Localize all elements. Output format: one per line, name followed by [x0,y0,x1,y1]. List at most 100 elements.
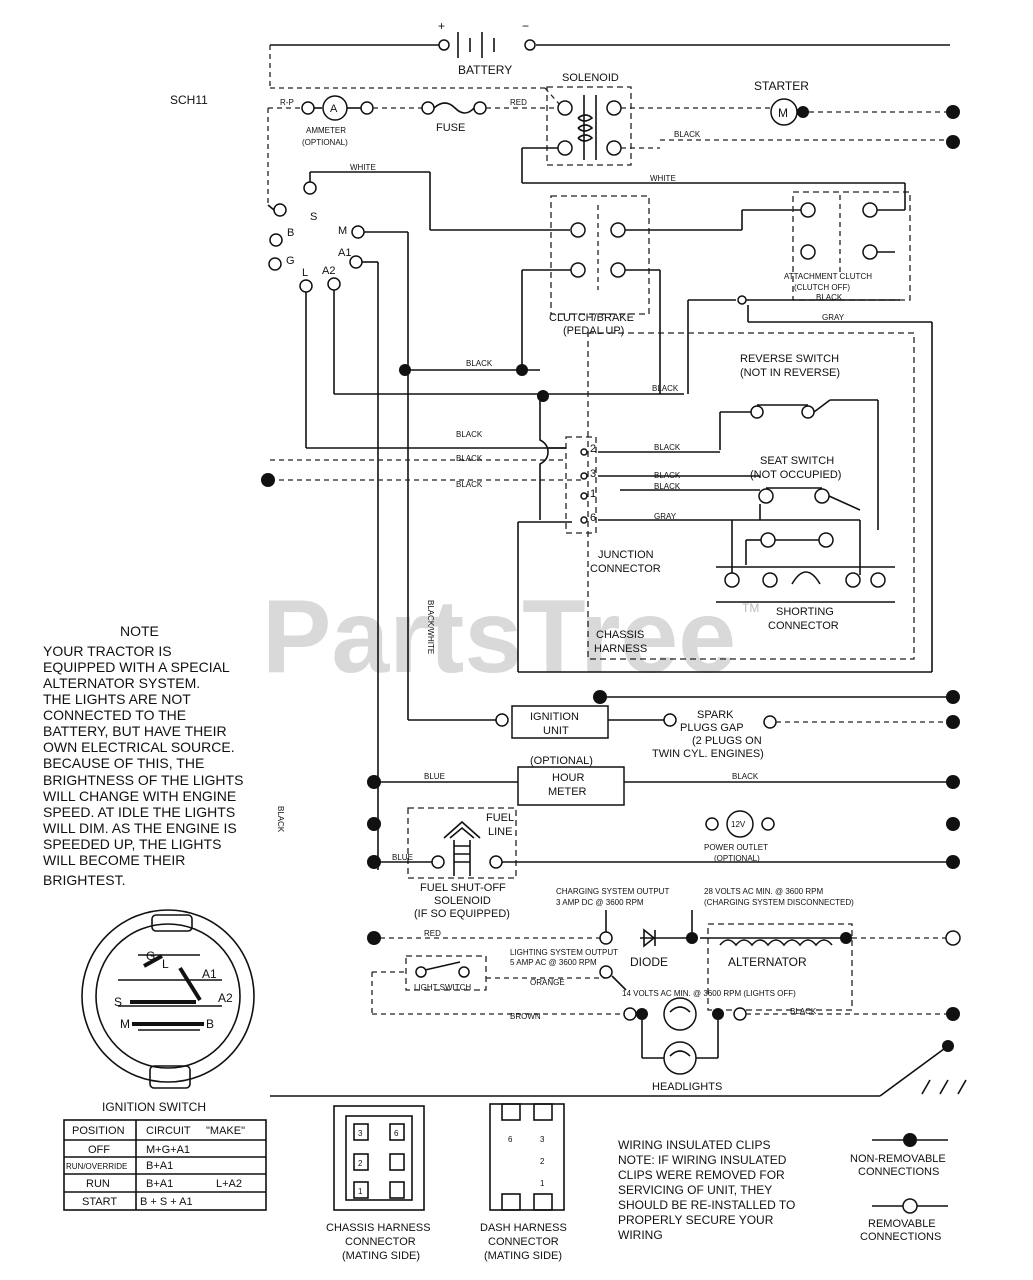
table-row-override-circuit: B+A1 [146,1160,173,1172]
wire-label-black-1: BLACK [674,130,701,139]
table-row-off-position: OFF [88,1144,110,1156]
wire-label-blue-fuel: BLUE [392,853,413,862]
fuse-label: FUSE [436,122,465,134]
chassis-connector-label-3: (MATING SIDE) [342,1250,420,1262]
ign-detail-s: S [114,995,122,1009]
power-outlet-label: POWER OUTLET [704,843,768,852]
ign-terminal-m: M [338,225,347,237]
battery-label: BATTERY [458,63,512,77]
note-line-10: WILL CHANGE WITH ENGINE [43,788,236,804]
ammeter: R-P A AMMETER (OPTIONAL) [268,95,374,147]
ignition-unit-label-2: UNIT [543,725,569,737]
ign-detail-b: B [206,1017,214,1031]
attachment-clutch-label: ATTACHMENT CLUTCH [784,272,872,281]
reverse-switch-state: (NOT IN REVERSE) [740,367,840,379]
schematic-ref: SCH11 [170,93,208,107]
ign-terminal-b: B [287,227,294,239]
light-switch-label: LIGHT SWITCH [414,983,471,992]
alternator-note: NOTE YOUR TRACTOR IS EQUIPPED WITH A SPE… [43,623,243,888]
note-line-6: BATTERY, BUT HAVE THEIR [43,723,227,739]
seat-switch: SEAT SWITCH (NOT OCCUPIED) [720,455,861,575]
spark-label-4: TWIN CYL. ENGINES) [652,748,764,760]
ign-detail-g: G [146,949,155,963]
fuel-line-label-2: LINE [488,826,512,838]
wire-label-black-8: BLACK [654,443,681,452]
ign-detail-a2: A2 [218,991,233,1005]
legend-non-removable-1: NON-REMOVABLE [850,1153,946,1165]
clips-line-4: SERVICING OF UNIT, THEY [618,1183,772,1197]
wire-label-black-10: BLACK [654,482,681,491]
table-row-run-position: RUN [86,1178,110,1190]
clutch-brake-label: CLUTCH/BRAKE [549,312,634,324]
wiring-clips-note: WIRING INSULATED CLIPS NOTE: IF WIRING I… [618,1138,795,1242]
fuel-shutoff-label-3: (IF SO EQUIPPED) [414,908,510,920]
wire-label-white-2: WHITE [350,163,376,172]
ignition-switch-terminals: S B M A1 G L A2 [268,181,365,293]
reverse-switch: REVERSE SWITCH (NOT IN REVERSE) [719,353,879,530]
ign-terminal-g: G [286,255,295,267]
fuel-shutoff-label: FUEL SHUT-OFF [420,882,506,894]
wire-label-orange: ORANGE [530,978,565,987]
note-line-8: BECAUSE OF THIS, THE [43,755,204,771]
chassis-harness-label-2: HARNESS [594,643,647,655]
battery-positive: + [438,19,445,33]
legend-removable-1: REMOVABLE [868,1218,936,1230]
clutch-brake-state: (PEDAL UP) [563,325,624,337]
wire-label-black-9: BLACK [654,471,681,480]
dash-connector-label-3: (MATING SIDE) [484,1250,562,1262]
wire-label-black-4: BLACK [652,384,679,393]
headlights-label: HEADLIGHTS [652,1081,722,1093]
wire-label-red: RED [510,98,527,107]
wire-label-gray-2: GRAY [654,512,677,521]
wire-label-gray-1: GRAY [822,313,845,322]
wire-label-white-1: WHITE [650,174,676,183]
shorting-connector: SHORTING CONNECTOR [716,566,895,632]
dash-harness-connector: 6 3 2 1 DASH HARNESS CONNECTOR (MATING S… [480,1103,567,1262]
wire-label-black-12: BLACK [790,1007,817,1016]
table-row-start-circuit: B + S + A1 [140,1196,193,1208]
spark-label-1: SPARK [697,709,734,721]
solenoid-label: SOLENOID [562,72,619,84]
hour-meter-label-1: HOUR [552,772,584,784]
ignition-unit-label: IGNITION [530,711,579,723]
junction-pin-3: 3 [590,468,596,480]
chassis-connector-label-2: CONNECTOR [345,1236,416,1248]
clips-line-6: PROPERLY SECURE YOUR [618,1213,774,1227]
wire-label-red-2: RED [424,929,441,938]
battery: + − BATTERY [270,19,950,77]
watermark: PartsTree [262,579,736,695]
junction-pin-6: 6 [590,512,596,524]
spark-label-2: PLUGS GAP [680,722,744,734]
chassis-pin-6: 6 [394,1129,399,1138]
clips-line-2: NOTE: IF WIRING INSULATED [618,1153,787,1167]
dash-connector-label-1: DASH HARNESS [480,1222,567,1234]
table-row-run-make: L+A2 [216,1178,242,1190]
diode: DIODE [630,928,668,969]
spark-label-3: (2 PLUGS ON [692,735,762,747]
ign-terminal-l: L [302,267,308,279]
lighting-output-label: LIGHTING SYSTEM OUTPUT [510,948,618,957]
junction-connector-label: CONNECTOR [590,563,661,575]
alternator: ALTERNATOR [700,923,853,1011]
volts14-label: 14 VOLTS AC MIN. @ 3600 RPM (LIGHTS OFF) [622,989,796,998]
table-row-off-circuit: M+G+A1 [146,1144,190,1156]
clips-line-1: WIRING INSULATED CLIPS [618,1138,770,1152]
note-line-3: ALTERNATOR SYSTEM. [43,675,200,691]
ammeter-symbol: A [330,103,338,115]
note-line-7: OWN ELECTRICAL SOURCE. [43,739,235,755]
junction-label: JUNCTION [598,549,654,561]
table-header-make: "MAKE" [206,1125,245,1137]
clips-line-5: SHOULD BE RE-INSTALLED TO [618,1198,795,1212]
fuel-shutoff-label-2: SOLENOID [434,895,491,907]
chassis-pin-3: 3 [358,1129,363,1138]
shorting-connector-label: CONNECTOR [768,620,839,632]
ign-terminal-a1: A1 [338,247,351,259]
ignition-switch-detail: G L A1 S A2 M B IGNITION SWITCH [81,909,255,1114]
chassis-pin-2: 2 [358,1159,363,1168]
battery-negative: − [522,19,529,33]
legend-non-removable: NON-REMOVABLE CONNECTIONS [850,1133,948,1178]
junction-pin-2: 2 [590,443,596,455]
ign-detail-a1: A1 [202,967,217,981]
ignition-switch-title: IGNITION SWITCH [102,1100,206,1114]
